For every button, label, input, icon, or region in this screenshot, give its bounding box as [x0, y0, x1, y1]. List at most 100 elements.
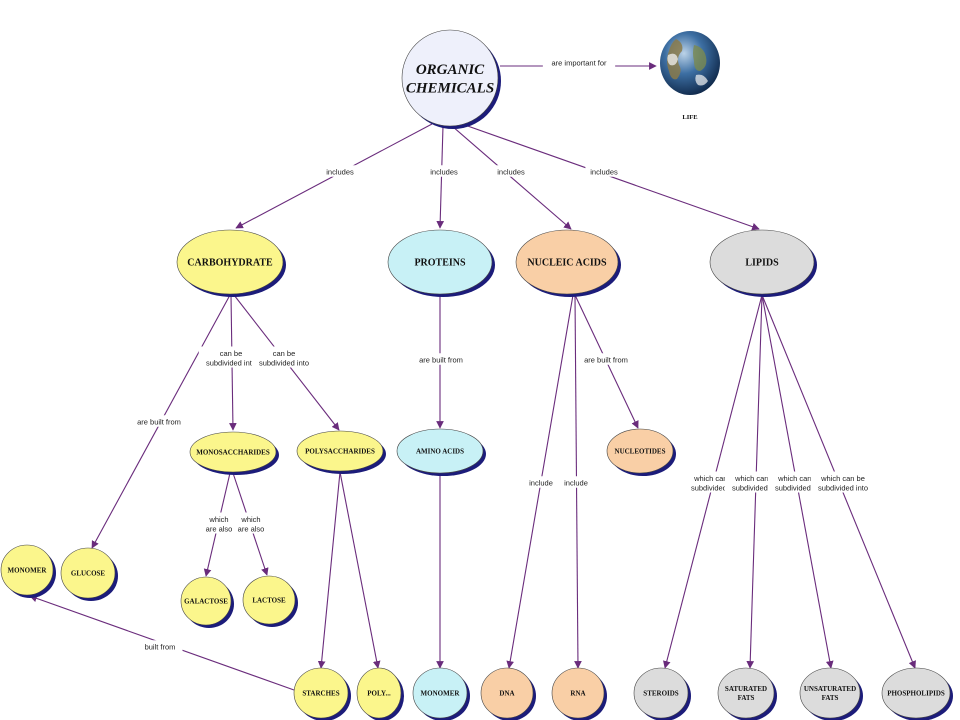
- link-label: which can be: [777, 474, 822, 483]
- node-label: MONOSACCHARIDES: [196, 448, 270, 456]
- link-label: are built from: [137, 418, 181, 427]
- link-label: can be: [220, 349, 243, 358]
- link-label-background: [321, 165, 359, 177]
- node-bubble: [709, 229, 815, 295]
- link-nucleic_acids-to-rna: include: [559, 294, 593, 669]
- link-label: includes: [590, 168, 618, 177]
- node-bubble: [401, 29, 499, 127]
- node-label: DNA: [499, 689, 514, 697]
- links-layer: are important for includes includes include…: [29, 56, 916, 691]
- link-label: include: [564, 479, 588, 488]
- link-label: can be: [273, 349, 296, 358]
- link-root-to-nucleic_acids: includes: [451, 125, 572, 230]
- node-poly[interactable]: POLY...: [356, 667, 404, 720]
- node-bubble: [799, 667, 861, 719]
- link-root-to-proteins: includes: [425, 125, 463, 229]
- link-label-background: [251, 346, 317, 368]
- node-proteins[interactable]: PROTEINS: [387, 229, 495, 297]
- link-label-background: [524, 476, 558, 488]
- link-label: includes: [326, 168, 354, 177]
- node-monomer-protein[interactable]: MONOMER: [412, 667, 470, 720]
- node-steroids[interactable]: STEROIDS: [633, 667, 691, 720]
- link-label: are important for: [551, 59, 607, 68]
- node-polysaccharides[interactable]: POLYSACCHARIDES: [296, 430, 386, 474]
- node-bubble: [0, 544, 54, 596]
- node-bubble: [881, 667, 951, 719]
- node-bubble: [189, 431, 277, 473]
- node-label: MONOMER: [8, 566, 48, 574]
- node-label: LACTOSE: [252, 596, 286, 604]
- node-galactose[interactable]: GALACTOSE: [180, 576, 234, 628]
- node-bubble: [180, 576, 232, 626]
- node-life[interactable]: LIFE: [660, 31, 720, 121]
- node-lipids[interactable]: LIPIDS: [709, 229, 817, 297]
- link-label-background: [232, 512, 270, 534]
- node-label: PHOSPHOLIPIDS: [887, 689, 945, 697]
- node-glucose[interactable]: GLUCOSE: [60, 547, 118, 601]
- link-root-to-life: are important for: [500, 56, 657, 70]
- node-label: UNSATURATED: [804, 685, 856, 693]
- node-nucleotides[interactable]: NUCLEOTIDES: [606, 428, 676, 476]
- node-bubble: [242, 575, 296, 625]
- node-label: RNA: [570, 689, 585, 697]
- node-bubble: [296, 430, 384, 472]
- node-monomer-left[interactable]: MONOMER: [0, 544, 56, 598]
- link-label: includes: [497, 168, 525, 177]
- node-dna[interactable]: DNA: [480, 667, 536, 720]
- node-amino-acids[interactable]: AMINO ACIDS: [396, 428, 486, 476]
- node-label: PROTEINS: [414, 258, 466, 269]
- node-lactose[interactable]: LACTOSE: [242, 575, 298, 627]
- link-carbohydrate-to-glucose: are built from: [91, 294, 231, 549]
- node-carbohydrate[interactable]: CARBOHYDRATE: [176, 229, 286, 297]
- node-phospholipids[interactable]: PHOSPHOLIPIDS: [881, 667, 953, 720]
- node-starches[interactable]: STARCHES: [293, 667, 351, 720]
- node-monosaccharides[interactable]: MONOSACCHARIDES: [189, 431, 279, 475]
- node-nucleic-acids[interactable]: NUCLEIC ACIDS: [515, 229, 621, 297]
- link-label: are also: [206, 524, 233, 533]
- node-label: NUCLEIC ACIDS: [527, 258, 607, 269]
- link-label: which: [240, 515, 260, 524]
- node-label: POLY...: [367, 689, 391, 697]
- node-bubble: [387, 229, 493, 295]
- link-label-background: [810, 471, 876, 493]
- link-arrow: [451, 125, 572, 230]
- node-bubble: [356, 667, 402, 719]
- link-label: which can be: [734, 474, 779, 483]
- node-label: MONOMER: [421, 689, 461, 697]
- link-label-background: [559, 476, 593, 488]
- link-proteins-to-amino_acids: are built from: [410, 295, 472, 429]
- link-label: are also: [238, 524, 265, 533]
- link-label-background: [200, 512, 238, 534]
- link-label: which: [208, 515, 228, 524]
- link-polysaccharides-to-poly: [339, 471, 381, 669]
- link-starches-to-monomer_left: built from: [29, 594, 295, 691]
- node-label: SATURATED: [725, 685, 767, 693]
- link-label: subdivided into: [259, 358, 309, 367]
- node-bubble: [412, 667, 468, 719]
- link-nucleic_acids-to-nucleotides: are built from: [574, 294, 639, 429]
- node-bubble: [551, 667, 605, 719]
- node-rna[interactable]: RNA: [551, 667, 607, 720]
- link-label-background: [410, 353, 472, 365]
- link-label: subdivided into: [818, 483, 868, 492]
- link-label-background: [128, 415, 190, 427]
- node-label: GALACTOSE: [184, 597, 228, 605]
- node-label: STEROIDS: [643, 689, 679, 697]
- link-label: include: [529, 479, 553, 488]
- node-label: GLUCOSE: [71, 569, 106, 577]
- link-label-background: [492, 165, 530, 177]
- node-label: POLYSACCHARIDES: [305, 447, 375, 455]
- node-label: CHEMICALS: [406, 81, 494, 97]
- node-bubble: [60, 547, 116, 599]
- node-bubble: [633, 667, 689, 719]
- link-root-to-lipids: includes: [461, 123, 760, 231]
